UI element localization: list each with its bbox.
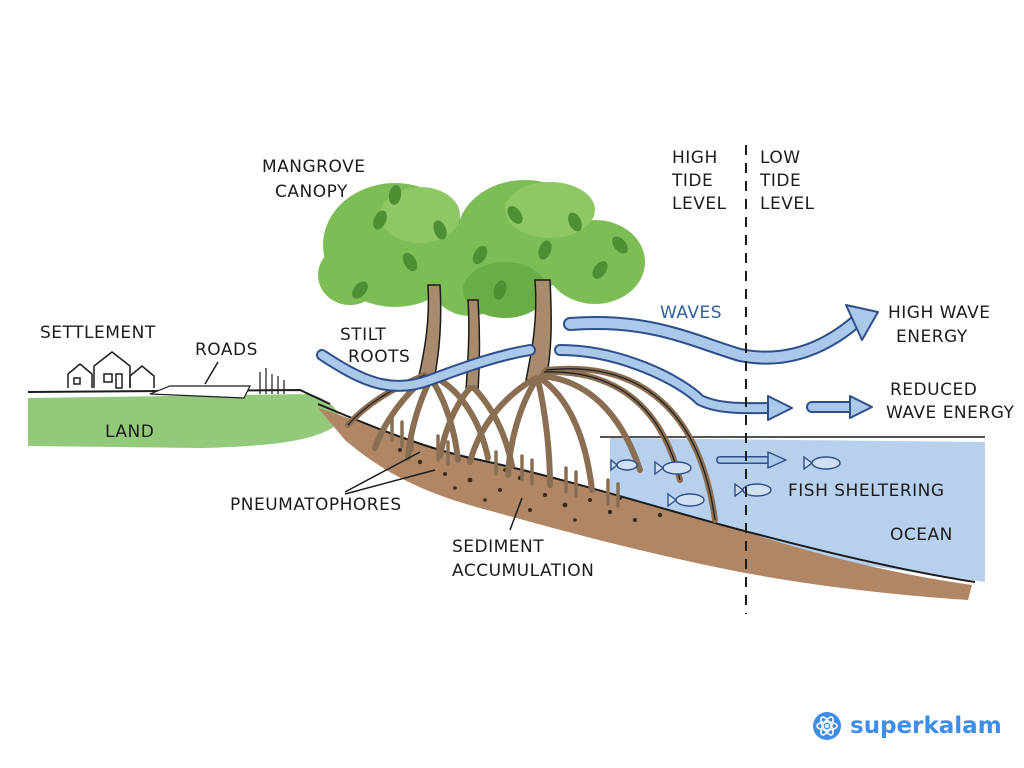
label-canopy-line1: MANGROVE — [262, 157, 365, 177]
label-canopy-line2: CANOPY — [275, 182, 348, 202]
road-surface — [149, 385, 251, 399]
label-high-wave-line1: HIGH WAVE — [888, 303, 990, 323]
label-high-tide-line2: TIDE — [671, 171, 713, 191]
label-low-tide-line1: LOW — [760, 148, 801, 168]
fish-icon — [610, 458, 638, 472]
label-high-wave-line2: ENERGY — [896, 327, 968, 347]
label-sediment-line1: SEDIMENT — [452, 537, 544, 557]
label-fish-sheltering: FISH SHELTERING — [788, 481, 945, 501]
fish-icon — [803, 455, 841, 471]
atom-icon — [813, 712, 841, 740]
land-area — [28, 394, 340, 448]
brand-name: superkalam — [850, 713, 1002, 739]
label-roads: ROADS — [195, 340, 258, 360]
label-stilt-line2: ROOTS — [348, 347, 410, 367]
pointer-lines — [344, 451, 523, 531]
label-low-tide-line3: LEVEL — [760, 194, 815, 214]
label-pneumatophores: PNEUMATOPHORES — [230, 495, 402, 515]
fish-icon — [667, 492, 705, 508]
label-land: LAND — [105, 422, 154, 442]
label-low-tide-line2: TIDE — [759, 171, 801, 191]
land-line — [27, 388, 331, 405]
label-high-tide-line1: HIGH — [672, 148, 718, 168]
label-high-tide-line3: LEVEL — [672, 194, 727, 214]
fish-icon — [734, 482, 772, 498]
label-ocean: OCEAN — [890, 525, 953, 545]
fish-icon — [654, 460, 692, 476]
roads-pointer — [204, 361, 219, 385]
label-waves: WAVES — [660, 303, 722, 323]
settlement-houses — [67, 351, 155, 389]
pneumatophores — [390, 416, 620, 508]
wave-arrows — [316, 304, 879, 469]
label-sediment-line2: ACCUMULATION — [452, 561, 594, 581]
label-settlement: SETTLEMENT — [40, 323, 156, 343]
fish-group — [610, 455, 841, 508]
brand-logo: superkalam — [812, 708, 1002, 744]
label-stilt-line1: STILT — [340, 325, 386, 345]
label-reduced-line2: WAVE ENERGY — [886, 403, 1015, 423]
fence — [259, 368, 285, 394]
mangrove-canopy — [318, 180, 645, 318]
label-reduced-line1: REDUCED — [890, 380, 977, 400]
